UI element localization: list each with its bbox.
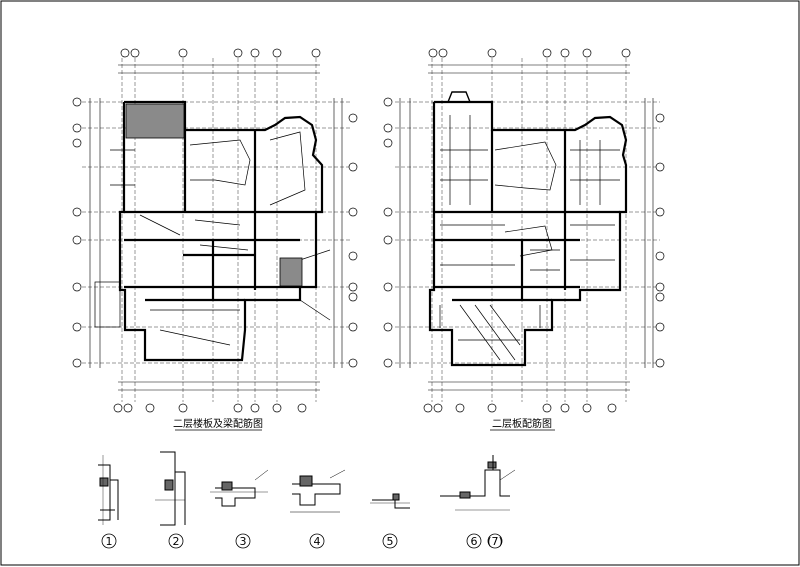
detail-6-drawing <box>440 455 516 511</box>
plan-right-bottom-bubbles <box>423 403 617 413</box>
detail-4-bubble <box>309 533 325 549</box>
detail-6-label: 6 <box>471 535 478 548</box>
plan-right-rebar <box>439 115 620 361</box>
detail-7-label: (7) <box>487 535 503 548</box>
detail-7-bubble <box>487 533 503 549</box>
plan-left-hatch <box>125 103 303 287</box>
plan-right-side-bubbles <box>383 97 665 368</box>
plan-right-top-bubbles <box>428 48 631 58</box>
plan-left-bottom-bubbles <box>113 403 307 413</box>
plan-right-caption: 二层板配筋图 <box>492 417 552 430</box>
detail-2-label: 2 <box>173 535 180 548</box>
details-row <box>98 451 516 526</box>
plan-left-top-bubbles <box>120 48 321 58</box>
detail-3-bubble <box>235 533 251 549</box>
plan-left-thin <box>94 131 331 346</box>
plan-left-caption: 二层楼板及梁配筋图 <box>173 417 263 430</box>
plan-left-grid <box>82 58 352 402</box>
detail-4-label: 4 <box>314 535 321 548</box>
detail-1-drawing <box>98 455 119 525</box>
detail-6-bubble <box>466 533 482 549</box>
plan-left: 二层楼板及梁配筋图 <box>72 48 358 431</box>
plan-left-dims <box>89 64 343 391</box>
detail-5-drawing <box>370 493 410 509</box>
detail-1-bubble <box>101 533 117 549</box>
plan-left-walls <box>118 100 324 362</box>
plan-right: 二层板配筋图 <box>383 48 665 431</box>
detail-1-label: 1 <box>106 535 113 548</box>
detail-3-drawing <box>210 469 269 507</box>
detail-2-bubble <box>168 533 184 549</box>
plan-right-top-bay <box>447 91 471 103</box>
detail-3-label: 3 <box>240 535 247 548</box>
detail-5-bubble <box>382 533 398 549</box>
detail-4-drawing <box>290 469 346 513</box>
plan-right-dims <box>399 64 654 391</box>
plan-left-side-bubbles <box>72 97 358 368</box>
detail-2-drawing <box>155 451 186 526</box>
plan-right-walls <box>428 100 628 367</box>
detail-labels: 1 2 3 4 5 6 (7) <box>101 533 503 549</box>
detail-5-label: 5 <box>387 535 394 548</box>
